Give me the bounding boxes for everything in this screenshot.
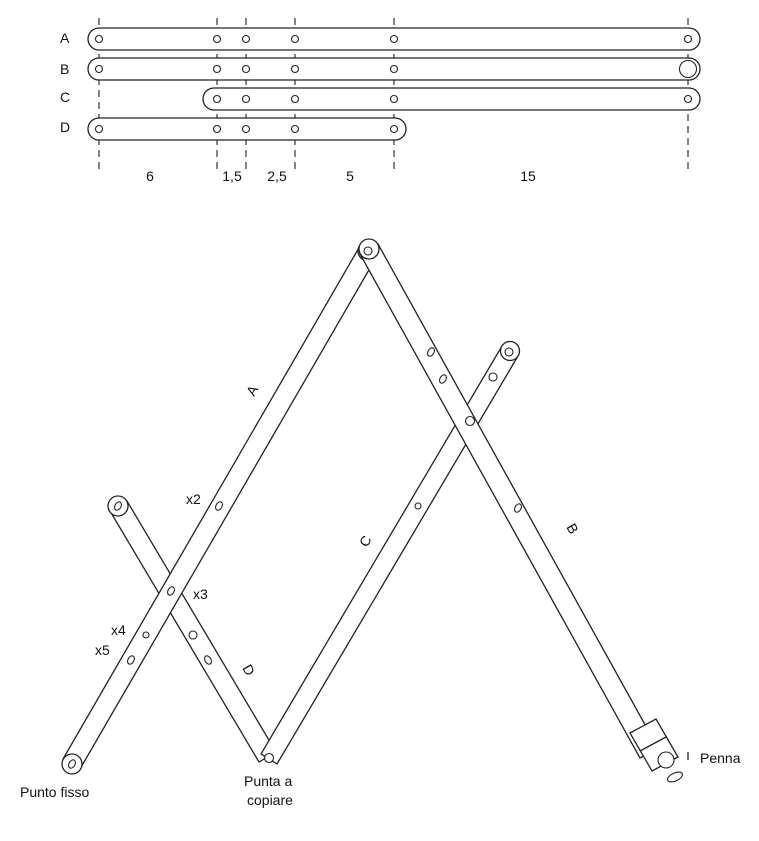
pivot-hole [241,34,251,44]
pivot-hole [204,655,212,665]
pivot-hole [94,34,104,44]
pivot-hole [389,94,399,104]
pivot-hole [127,655,135,665]
pivot-hole [114,501,122,511]
bar-label-b: B [563,521,582,537]
dimension-label: 5 [346,168,354,184]
pivot-hole [389,124,399,134]
pivot-hole [290,124,300,134]
pivot-hole [212,94,222,104]
pivot-hole [414,502,422,510]
dimension-label: 1,5 [222,168,242,184]
multiplier-x5: x5 [95,642,110,658]
bar-scheme: A B C D [60,18,701,184]
scheme-label-b: B [60,61,69,77]
pivot-hole [241,64,251,74]
pivot-hole [188,630,198,640]
pivot-hole [215,501,223,511]
pivot-hole [142,631,150,639]
tracer-label-line1: Punta a [244,773,292,789]
fixed-point-label: Punto fisso [20,784,89,800]
pivot-hole [241,124,251,134]
pivot-hole [290,64,300,74]
pivot-hole [212,124,222,134]
pivot-hole [427,347,435,357]
pen-icon [657,751,675,769]
pivot-hole [488,372,498,382]
pivot-hole [94,64,104,74]
pen-holder [629,718,689,783]
tracer-label-line2: copiare [247,792,293,808]
scheme-label-a: A [60,30,70,46]
top-pivot [363,246,373,256]
dimension-label: 2,5 [267,168,287,184]
pen-hole [678,59,698,79]
pivot-hole [167,586,175,596]
scheme-label-c: C [60,89,70,105]
scheme-bar-d [87,117,407,141]
multiplier-x3: x3 [193,586,208,602]
pivot-hole [290,34,300,44]
pivot-hole [683,34,693,44]
pivot-holes [68,246,522,769]
scheme-label-d: D [60,119,70,135]
pantograph-assembly: A B C D x2 x3 x4 x5 Punto fisso Punta a … [20,238,741,808]
scheme-bar-c [202,87,701,111]
scheme-bar-a [87,27,701,51]
scheme-bar-b [87,57,701,81]
pivot-hole [439,374,447,384]
pivot-hole [504,347,514,357]
fixed-point-hole [68,759,76,769]
pivot-hole [212,34,222,44]
pivot-hole [389,34,399,44]
pivot-hole [94,124,104,134]
bar-label-c: C [356,533,375,550]
pivot-hole [290,94,300,104]
multiplier-x2: x2 [186,491,201,507]
cross-pivot [464,415,476,427]
pen-tip-icon [667,771,683,783]
bar-label-d: D [239,662,258,679]
bar-label-a: A [243,382,262,399]
pivot-hole [683,94,693,104]
pivot-hole [514,503,522,513]
bar-c [260,345,519,765]
tracer-pivot [263,752,275,764]
bar-b [359,243,659,759]
pen-label: Penna [700,750,741,766]
pivot-hole [241,94,251,104]
dimension-label: 15 [520,168,536,184]
dimension-label: 6 [146,168,154,184]
pivot-hole [389,64,399,74]
pivot-hole [212,64,222,74]
multiplier-x4: x4 [111,622,126,638]
